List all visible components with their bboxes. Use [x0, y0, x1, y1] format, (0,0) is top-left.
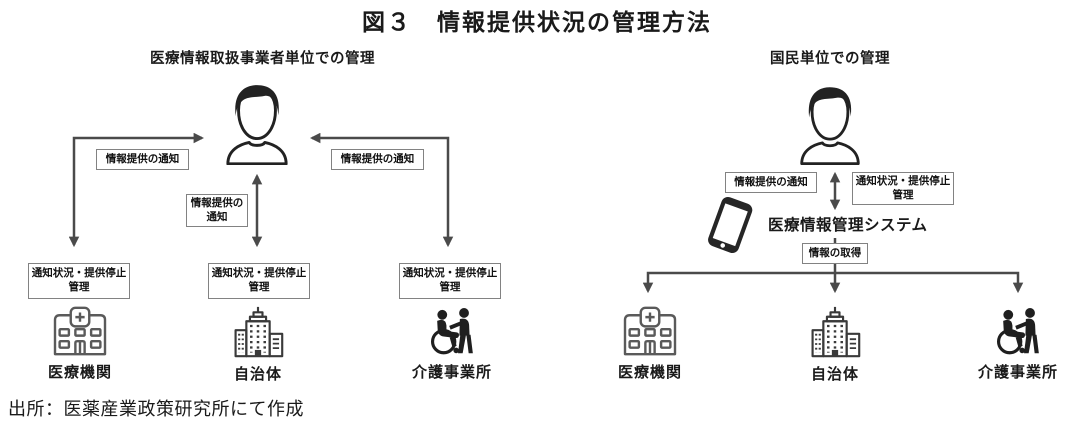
node-label: 医療機関 [617, 364, 682, 381]
node-medical-institution: 医療機関 [22, 306, 138, 382]
left-panel-header: 医療情報取扱事業者単位での管理 [150, 51, 375, 67]
person-icon [797, 85, 863, 165]
system-label: 医療情報管理システム [768, 217, 928, 234]
manage-label-box: 通知状況・提供停止 管理 [28, 263, 130, 299]
manage-label-box: 通知状況・提供停止 管理 [208, 263, 310, 299]
node-municipality: 自治体 [777, 306, 893, 384]
city-hall-icon [807, 306, 863, 358]
notice-label: 情報提供の通知 [725, 172, 817, 193]
node-label: 自治体 [810, 366, 859, 383]
node-municipality: 自治体 [200, 306, 316, 384]
node-care-provider: 介護事業所 [960, 306, 1074, 382]
notice-label-right: 情報提供の通知 [331, 149, 424, 170]
care-provider-icon [992, 306, 1044, 356]
figure-title: 図３ 情報提供状況の管理方法 [362, 9, 712, 35]
node-label: 介護事業所 [411, 364, 492, 381]
right-panel-header: 国民単位での管理 [770, 51, 890, 67]
city-hall-icon [230, 306, 286, 358]
node-care-provider: 介護事業所 [394, 306, 510, 382]
manage-label-box: 通知状況・提供停止 管理 [852, 172, 954, 205]
notice-label-center: 情報提供の 通知 [186, 194, 248, 227]
node-medical-institution: 医療機関 [592, 306, 708, 382]
care-provider-icon [426, 306, 478, 356]
node-label: 自治体 [233, 366, 282, 383]
person-icon [223, 83, 291, 165]
notice-label-left: 情報提供の通知 [96, 149, 189, 170]
node-label: 医療機関 [47, 364, 112, 381]
hospital-icon [50, 306, 110, 356]
manage-label-box: 通知状況・提供停止 管理 [399, 263, 501, 299]
acquire-label-box: 情報の取得 [802, 243, 868, 264]
source-note: 出所：医薬産業政策研究所にて作成 [8, 399, 304, 419]
hospital-icon [620, 306, 680, 356]
node-label: 介護事業所 [977, 364, 1058, 381]
